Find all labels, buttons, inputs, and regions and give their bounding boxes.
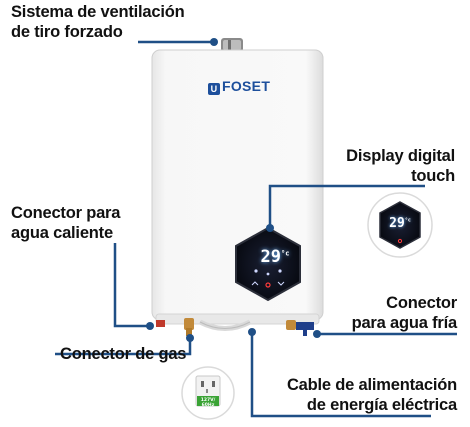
label-fria-line1: Conector: [386, 294, 457, 312]
temperature-value: 29: [260, 247, 282, 267]
label-display: Display digital touch: [346, 146, 455, 186]
plug-voltage-label: 127V/60Hz: [198, 398, 218, 408]
zoom-temperature-value: 29: [389, 216, 405, 231]
label-ventilacion-line2: de tiro forzado: [11, 23, 123, 41]
label-fria-line2: para agua fría: [351, 314, 458, 332]
plug-frequency: 60Hz: [201, 403, 215, 408]
label-agua-caliente: Conector para agua caliente: [11, 203, 120, 243]
label-cable: Cable de alimentación de energía eléctri…: [287, 375, 457, 415]
label-caliente-line2: agua caliente: [11, 224, 113, 242]
label-display-line1: Display digital: [346, 147, 455, 165]
cold-water-connector: [296, 322, 314, 330]
label-ventilacion-line1: Sistema de ventilación: [11, 3, 185, 21]
display-temperature: 29°c: [258, 247, 292, 267]
plug-voltage: 127V/: [200, 398, 216, 403]
zoom-temperature-unit: °c: [404, 217, 411, 224]
temperature-unit: °c: [281, 249, 290, 258]
label-cable-line2: de energía eléctrica: [306, 396, 457, 414]
label-display-line2: touch: [411, 167, 455, 185]
label-cable-line1: Cable de alimentación: [286, 376, 457, 394]
brand-name: FOSET: [222, 78, 271, 94]
label-caliente-line1: Conector para: [11, 204, 121, 222]
gas-connector: [186, 328, 192, 336]
label-agua-fria: Conector para agua fría: [351, 293, 458, 333]
label-ventilacion: Sistema de ventilación de tiro forzado: [11, 2, 185, 42]
label-gas: Conector de gas: [60, 345, 187, 363]
brand-logo-mark: U: [208, 83, 220, 95]
zoom-display-temperature: 29°c: [385, 216, 415, 231]
hot-water-connector: [156, 320, 165, 327]
